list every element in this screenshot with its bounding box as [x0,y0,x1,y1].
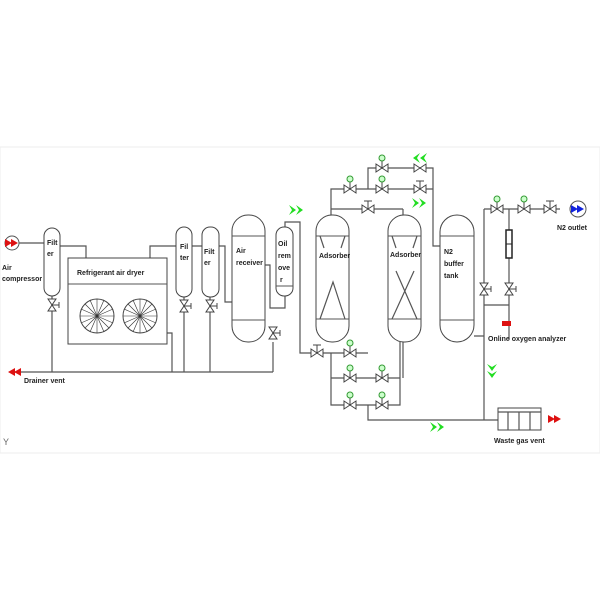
svg-text:N2 outlet: N2 outlet [557,225,588,232]
svg-text:Oil: Oil [278,241,287,248]
adsorber-1: Adsorber [315,214,350,343]
n2-buffer-tank: N2 buffer tank [439,214,475,343]
corner-mark: Y [3,437,9,447]
svg-text:r: r [280,277,283,284]
svg-text:Adsorber: Adsorber [319,253,350,260]
svg-text:Online oxygen analyzer: Online oxygen analyzer [488,336,566,343]
online-oxygen-analyzer: Online oxygen analyzer [488,321,566,343]
svg-text:Filt: Filt [204,249,215,256]
air-compressor: Air compressor [2,235,42,283]
air-receiver: Air receiver [231,214,266,343]
refrigerant-air-dryer: Refrigerant air dryer [67,257,168,345]
air-compressor-label: Air [2,265,12,272]
svg-text:er: er [204,260,211,267]
svg-text:N2: N2 [444,249,453,256]
oil-remover: Oil rem ove r [275,226,294,297]
filter-2: Fil ter [175,226,193,313]
n2-outlet: N2 outlet [557,200,588,232]
filter-3: Filt er [201,226,220,313]
svg-text:ove: ove [278,265,290,272]
svg-text:rem: rem [278,253,291,260]
adsorber-2: Adsorber [387,214,422,343]
svg-text:Fil: Fil [180,244,188,251]
svg-text:Filt: Filt [47,240,58,247]
svg-text:Adsorber: Adsorber [390,252,421,259]
svg-text:Drainer vent: Drainer vent [24,378,66,385]
fan-icon [79,298,115,334]
svg-text:er: er [47,251,54,258]
drainer-vent: Drainer vent [8,368,66,385]
waste-gas-vent: Waste gas vent [494,407,561,445]
svg-text:receiver: receiver [236,260,263,267]
svg-text:ter: ter [180,255,189,262]
fan-icon [122,298,158,334]
diagram-frame [0,146,600,454]
drain-valve [268,326,281,340]
svg-text:Air: Air [236,248,246,255]
svg-text:tank: tank [444,273,459,280]
filter-1: Filt er [43,227,61,312]
svg-text:Refrigerant air dryer: Refrigerant air dryer [77,270,145,277]
air-compressor-label-2: compressor [2,276,42,283]
svg-text:Waste gas vent: Waste gas vent [494,438,545,445]
svg-text:buffer: buffer [444,261,464,268]
